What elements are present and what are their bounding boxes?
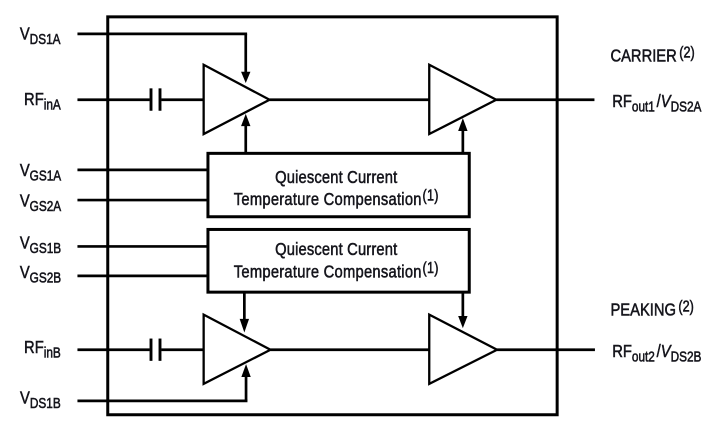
svg-text:RFinB: RFinB: [24, 338, 61, 361]
svg-text:Temperature Compensation(1): Temperature Compensation(1): [234, 259, 439, 282]
svg-text:VGS1B: VGS1B: [20, 233, 62, 256]
svg-text:PEAKING(2): PEAKING(2): [610, 297, 693, 320]
svg-text:Quiescent Current: Quiescent Current: [275, 240, 397, 260]
svg-text:Temperature Compensation(1): Temperature Compensation(1): [234, 186, 439, 209]
svg-text:CARRIER(2): CARRIER(2): [610, 43, 694, 66]
svg-text:VGS2B: VGS2B: [20, 262, 62, 285]
svg-text:Quiescent Current: Quiescent Current: [275, 168, 397, 188]
svg-text:VDS1B: VDS1B: [20, 388, 61, 411]
svg-text:VDS1A: VDS1A: [20, 24, 61, 47]
svg-text:RFout2/VDS2B: RFout2/VDS2B: [612, 342, 701, 365]
svg-text:VGS2A: VGS2A: [20, 191, 62, 214]
svg-text:RFinA: RFinA: [24, 89, 61, 112]
svg-text:RFout1/VDS2A: RFout1/VDS2A: [612, 92, 701, 115]
svg-text:VGS1A: VGS1A: [20, 161, 62, 184]
